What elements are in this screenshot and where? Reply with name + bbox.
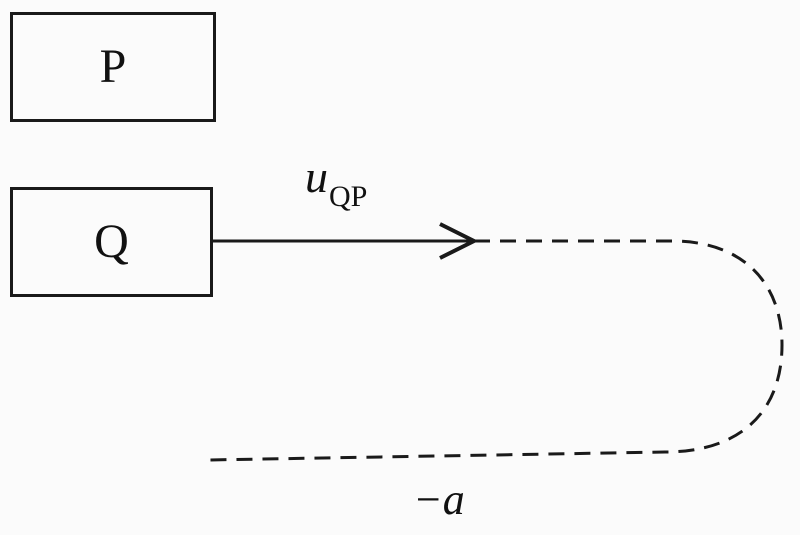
block-p-label: P	[99, 40, 127, 93]
return-trajectory-dashed	[206, 239, 784, 462]
block-q-label: Q	[94, 215, 129, 268]
acceleration-label: −a	[413, 475, 465, 524]
block-q: Q	[10, 187, 213, 297]
block-p: P	[10, 12, 216, 122]
velocity-subscript: QP	[329, 180, 368, 213]
velocity-symbol: u	[305, 151, 328, 202]
velocity-label: uQP	[305, 151, 367, 212]
